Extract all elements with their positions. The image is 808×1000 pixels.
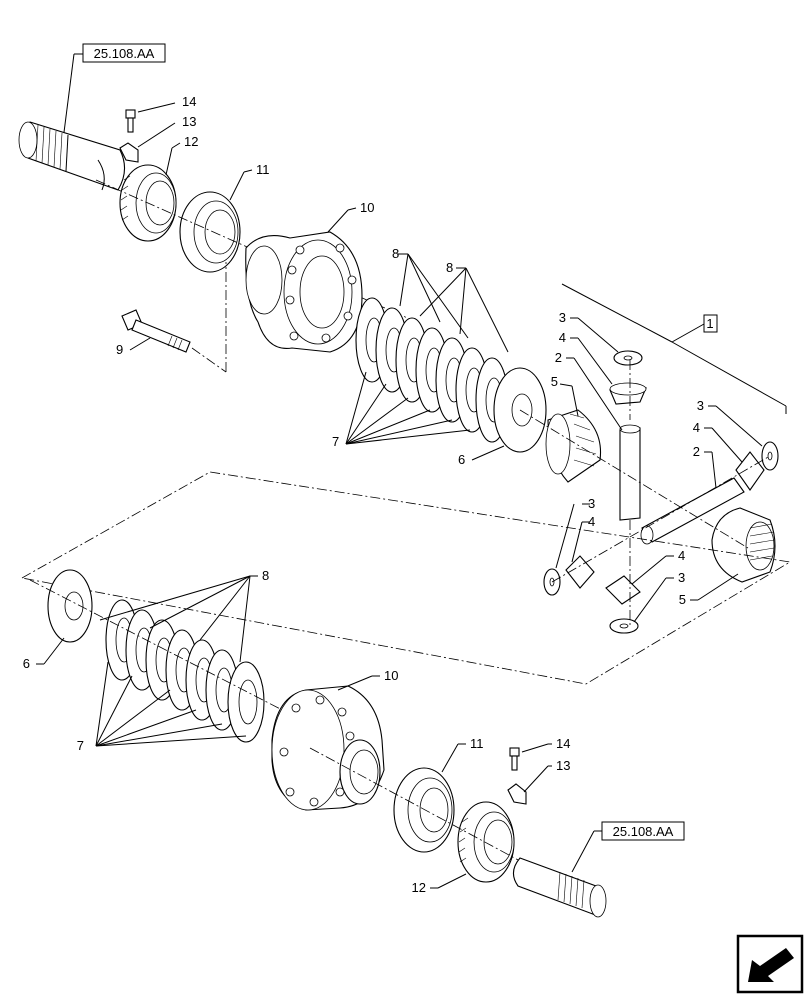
- lock-plate-13-bottom: [507, 783, 527, 805]
- washer-3-a: [613, 350, 643, 366]
- diff-housing-10-bottom: [271, 685, 385, 811]
- washer-3-b: [761, 441, 779, 471]
- callout-2-a: 2: [555, 350, 562, 365]
- callout-12-top: 12: [184, 134, 198, 149]
- callout-4-d: 4: [678, 548, 685, 563]
- arrow-nav-icon[interactable]: [736, 934, 804, 994]
- pinion-4-b: [735, 451, 765, 491]
- washer-3-d: [609, 618, 639, 634]
- callout-13-top: 13: [182, 114, 196, 129]
- pinion-4-a: [609, 382, 647, 405]
- bottom-reference-box[interactable]: 25.108.AA: [601, 821, 685, 841]
- callout-14-top: 14: [182, 94, 196, 109]
- pinion-4-c: [565, 555, 595, 589]
- callout-12-bottom: 12: [412, 880, 426, 895]
- callout-10-top: 10: [360, 200, 374, 215]
- top-reference-box[interactable]: 25.108.AA: [82, 43, 166, 63]
- callout-5-b: 5: [679, 592, 686, 607]
- callout-3-d: 3: [678, 570, 685, 585]
- axle-shaft-top: [18, 121, 126, 191]
- bearing-11-top: [179, 191, 241, 273]
- assembly-1-label: 1: [706, 316, 713, 331]
- callout-8-bottom: 8: [262, 568, 269, 583]
- side-gear-5-top: [545, 409, 602, 483]
- callout-3-b: 3: [697, 398, 704, 413]
- bolt-14-bottom: [509, 747, 520, 771]
- callout-8-a: 8: [392, 246, 399, 261]
- bolt-9: [121, 309, 191, 353]
- callout-10-bottom: 10: [384, 668, 398, 683]
- callout-9: 9: [116, 342, 123, 357]
- callout-7-top: 7: [332, 434, 339, 449]
- clutch-pack-top: [355, 297, 509, 443]
- callout-5-a: 5: [551, 374, 558, 389]
- ring-nut-12-bottom: [457, 801, 515, 883]
- callout-8-b: 8: [446, 260, 453, 275]
- clutch-pack-bottom: [47, 569, 265, 743]
- callout-11-top: 11: [256, 162, 270, 177]
- callout-2-b: 2: [693, 444, 700, 459]
- assembly-1-box[interactable]: 1: [703, 314, 718, 333]
- callout-11-bottom: 11: [470, 736, 484, 751]
- callout-6-top: 6: [458, 452, 465, 467]
- cross-pin-2-a: [619, 424, 641, 521]
- bottom-reference-label: 25.108.AA: [613, 824, 674, 839]
- callout-14-bottom: 14: [556, 736, 570, 751]
- bolt-14-top: [125, 109, 136, 133]
- callout-4-b: 4: [693, 420, 700, 435]
- lock-plate-13-top: [119, 142, 139, 163]
- side-gear-5-bottom: [711, 507, 776, 583]
- callout-13-bottom: 13: [556, 758, 570, 773]
- axle-shaft-bottom: [512, 857, 607, 918]
- callout-6-bottom: 6: [23, 656, 30, 671]
- callout-3-c: 3: [588, 496, 595, 511]
- callout-4-a: 4: [559, 330, 566, 345]
- callout-7-bottom: 7: [77, 738, 84, 753]
- pinion-4-d: [605, 575, 641, 605]
- callout-4-c: 4: [588, 514, 595, 529]
- callout-3-a: 3: [559, 310, 566, 325]
- top-reference-label: 25.108.AA: [94, 46, 155, 61]
- diff-housing-10-top: [245, 231, 363, 353]
- bearing-11-bottom: [393, 767, 455, 853]
- washer-3-c: [543, 568, 561, 596]
